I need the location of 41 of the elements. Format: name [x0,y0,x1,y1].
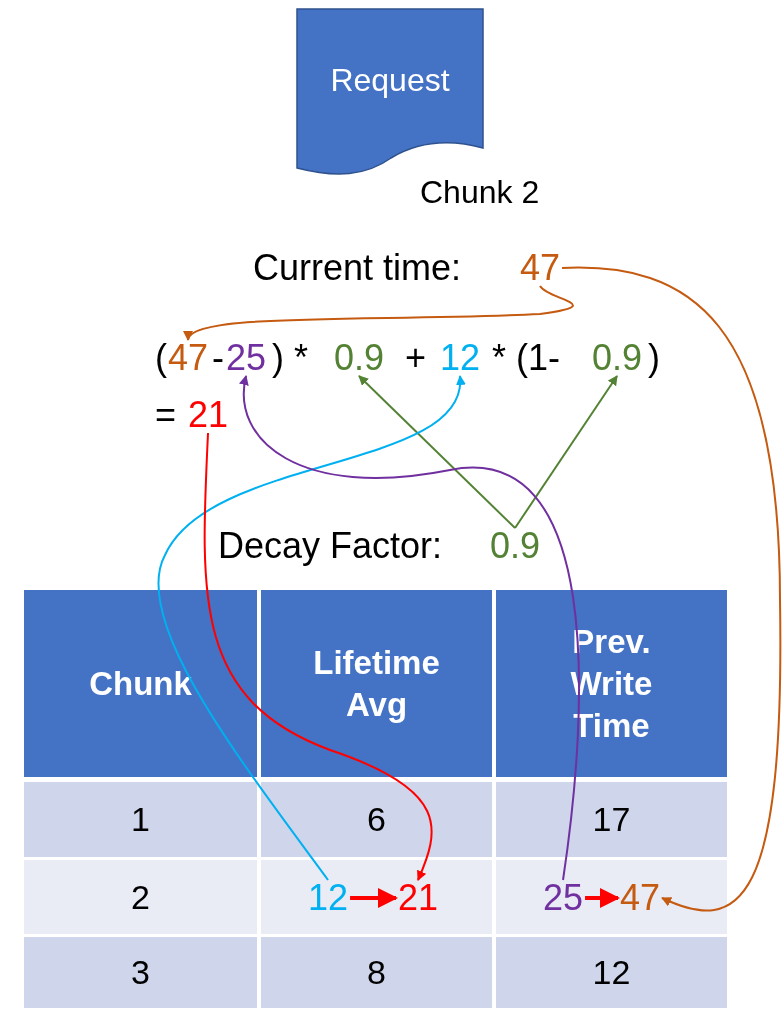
arrow [585,888,620,908]
formula-term: 12 [440,338,481,378]
arrow [350,888,398,908]
arrow [514,375,618,529]
table-cell: 3 [24,937,257,1008]
arrow [561,266,782,911]
arrow [157,375,464,881]
formula-text: ) [648,338,660,378]
formula-text: + [405,338,427,378]
formula-term: 47 [168,338,209,378]
time-value: 47 [520,248,561,288]
table-value: 21 [398,878,439,918]
formula-text: - [212,338,224,378]
table-cell: 2 [24,860,257,934]
document-label: Request [329,61,451,100]
decay-value: 0.9 [490,526,541,566]
caption-text: Decay Factor: [218,526,443,566]
table-cell: 6 [261,782,492,857]
header-cell: Chunk [24,590,257,777]
formula-term: 25 [226,338,267,378]
header-cell: Prev. Write Time [496,590,727,777]
table-cell: 17 [496,782,727,857]
formula-text: * (1- [492,338,560,378]
caption-text: Chunk 2 [420,173,540,212]
table-value: 12 [308,878,349,918]
table-cell: 8 [261,937,492,1008]
formula-text: = [155,395,177,435]
formula-text: ) * [272,338,308,378]
arrow [358,375,516,529]
formula-text: ( [155,338,167,378]
arrow [203,432,433,881]
formula-term: 0.9 [334,338,385,378]
table-value: 47 [620,878,661,918]
arrow [239,375,581,881]
formula-text: Current time: [253,248,462,288]
table-cell: 12 [496,937,727,1008]
result-value: 21 [188,395,229,435]
table-value: 25 [543,878,584,918]
table-cell: 1 [24,782,257,857]
header-cell: Lifetime Avg [261,590,492,777]
formula-term: 0.9 [592,338,643,378]
